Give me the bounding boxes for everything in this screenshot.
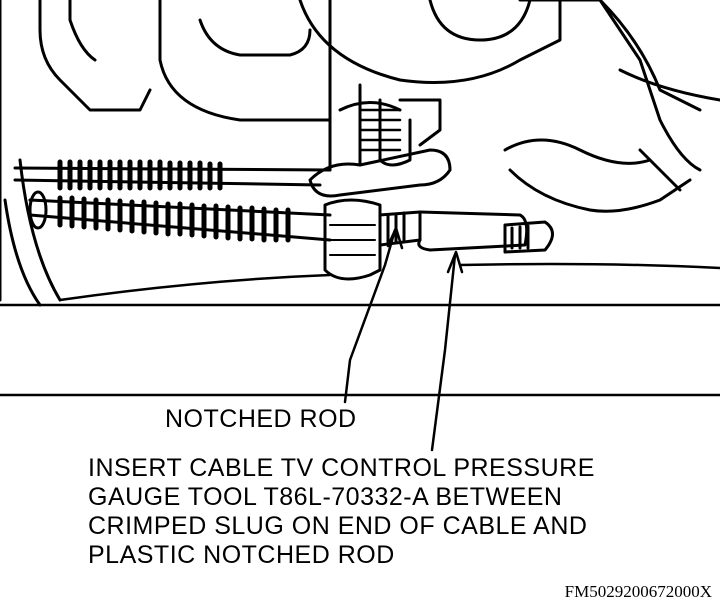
arrowhead-notched-rod [386, 226, 404, 250]
bracket-plate [308, 148, 452, 198]
instruction-line: CRIMPED SLUG ON END OF CABLE AND [88, 512, 588, 540]
instruction-line: GAUGE TOOL T86L-70332-A BETWEEN [88, 483, 563, 511]
instruction-line: INSERT CABLE TV CONTROL PRESSURE [88, 454, 595, 482]
linkage-pedestal [328, 83, 412, 172]
linkage-lever [398, 98, 442, 147]
tool-tip [503, 220, 554, 254]
crimped-slug [323, 198, 382, 281]
instruction-callout: INSERT CABLE TV CONTROL PRESSURE GAUGE T… [88, 454, 688, 570]
base-slope [58, 262, 720, 302]
leader-notched-rod [343, 228, 397, 404]
tool-tip-hatch [510, 224, 530, 250]
right-housing [518, 0, 720, 192]
slug-ribs [329, 224, 376, 256]
hose [503, 138, 692, 213]
plastic-rod [417, 210, 529, 252]
instruction-line: PLASTIC NOTCHED ROD [88, 541, 395, 569]
notched-rod-label: NOTCHED ROD [165, 405, 357, 433]
arrowhead-instruction [446, 250, 464, 274]
housing-outline [0, 0, 152, 302]
lower-cable-coil [57, 195, 291, 243]
figure-id: FM5029200672000X [564, 582, 712, 601]
linkage-spring [358, 108, 402, 152]
engine-block [158, 0, 562, 122]
cable-end-ring [28, 190, 48, 230]
upper-cable-coil [57, 159, 223, 191]
leader-instruction [430, 253, 457, 452]
